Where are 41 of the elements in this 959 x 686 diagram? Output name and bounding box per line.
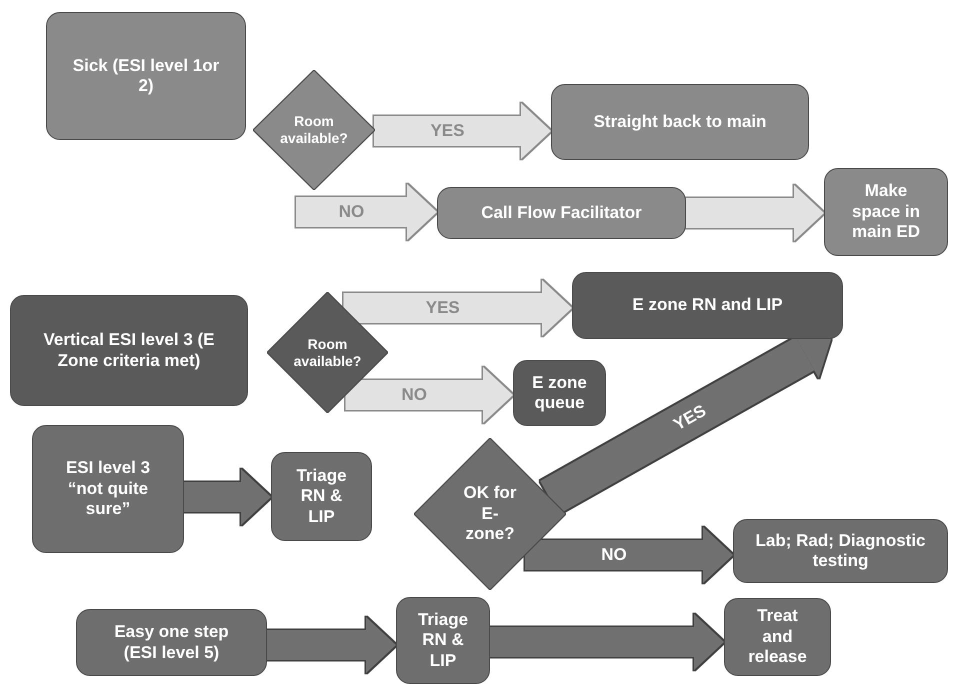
process-box bbox=[551, 84, 809, 160]
block-arrow bbox=[184, 469, 271, 525]
process-box bbox=[724, 598, 831, 676]
edge-label: NO bbox=[402, 385, 427, 405]
process-box bbox=[396, 597, 490, 684]
node-label: Call Flow Facilitator bbox=[481, 202, 642, 224]
process-box bbox=[572, 272, 843, 339]
process-box bbox=[76, 609, 267, 676]
node-label: OK for E-zone? bbox=[462, 483, 518, 545]
node-label: Lab; Rad; Diagnostic testing bbox=[754, 530, 926, 572]
edge-label: NO bbox=[601, 545, 627, 565]
node-label: Treat and release bbox=[747, 606, 808, 668]
node-label: Straight back to main bbox=[594, 112, 766, 132]
process-box bbox=[733, 519, 948, 583]
edge-label: NO bbox=[338, 202, 364, 222]
edge-label: YES bbox=[426, 298, 460, 318]
edge-label: YES bbox=[670, 401, 710, 436]
node-label: Room available? bbox=[292, 336, 362, 370]
process-box bbox=[513, 360, 606, 426]
node-label: Triage RN & LIP bbox=[416, 610, 470, 672]
node-label: Room available? bbox=[279, 113, 349, 147]
process-box bbox=[10, 295, 248, 406]
process-box bbox=[824, 168, 948, 256]
process-box bbox=[32, 425, 184, 553]
node-label: ESI level 3 “not quite sure” bbox=[64, 458, 152, 520]
block-arrow bbox=[490, 614, 724, 670]
process-box bbox=[437, 187, 686, 239]
process-box bbox=[271, 452, 372, 541]
node-label: Triage RN & LIP bbox=[295, 466, 348, 528]
block-arrow bbox=[686, 185, 824, 241]
block-arrow bbox=[296, 184, 437, 240]
node-label: Vertical ESI level 3 (E Zone criteria met) bbox=[42, 330, 216, 371]
node-label: E zone RN and LIP bbox=[632, 295, 783, 316]
block-arrow bbox=[374, 103, 551, 159]
edge-label: YES bbox=[430, 121, 464, 141]
node-label: Sick (ESI level 1or 2) bbox=[72, 56, 220, 96]
node-label: Make space in main ED bbox=[850, 181, 922, 243]
node-label: E zone queue bbox=[531, 372, 588, 414]
block-arrow bbox=[267, 617, 396, 673]
process-box bbox=[46, 12, 246, 140]
node-label: Easy one step (ESI level 5) bbox=[113, 622, 230, 663]
